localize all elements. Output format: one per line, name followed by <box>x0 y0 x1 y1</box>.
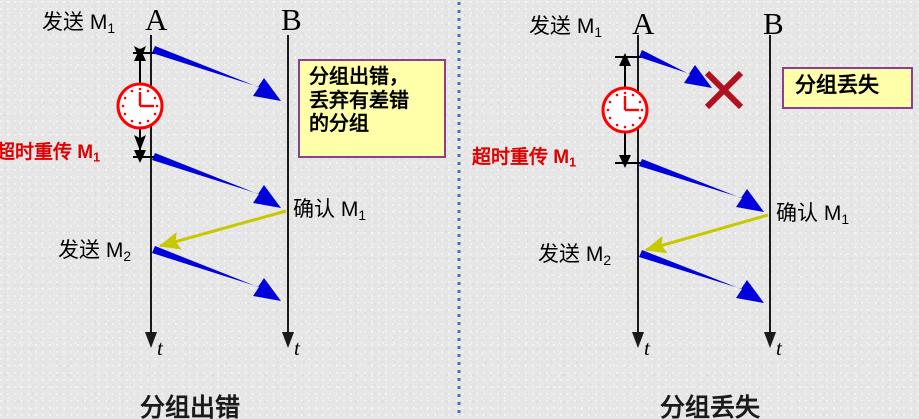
left-panel-callout-line-1: 分组出错， <box>309 66 409 88</box>
left-panel-callout-line-2: 丢弃有差错 <box>309 89 409 112</box>
clock-icon <box>116 82 164 130</box>
left-panel-receiver-time-axis-label: t <box>294 336 300 360</box>
right-panel-caption: 分组丢失 <box>660 394 761 419</box>
right-panel-retransmit-m1-arrow <box>639 159 764 212</box>
left-panel-timeout-retransmit-label: 超时重传 M1 <box>0 142 101 165</box>
right-panel-receiver-timeline <box>764 35 776 348</box>
right-panel-clock-icon <box>601 86 649 134</box>
left-panel-retransmit-m1-arrow <box>152 153 281 208</box>
left-panel-callout-box: 分组出错， 丢弃有差错 的分组 <box>298 59 446 158</box>
right-panel-callout-box: 分组丢失 <box>782 67 913 109</box>
left-panel-receiver-timeline <box>282 35 294 348</box>
left-panel-sender-time-axis-label: t <box>157 336 163 360</box>
right-panel-send-m2-label: 发送 M2 <box>538 243 612 268</box>
left-panel-ack-m1-arrow <box>158 209 287 250</box>
right-panel-receiver-node-label: B <box>763 6 784 41</box>
right-panel-sender-node-label: A <box>632 6 655 41</box>
packet-loss-x-icon <box>704 70 744 110</box>
left-panel-callout-line-3: 的分组 <box>309 113 369 136</box>
left-panel-sender-timeline <box>145 35 157 348</box>
right-panel-sender-time-axis-label: t <box>644 336 650 360</box>
right-panel-timeout-retransmit-label: 超时重传 M1 <box>472 147 577 170</box>
left-panel-send-m2-arrow <box>152 246 281 301</box>
left-panel-send-m1-label: 发送 M1 <box>42 11 116 36</box>
left-panel-receiver-node-label: B <box>281 2 302 37</box>
left-panel-send-m2-label: 发送 M2 <box>58 239 132 264</box>
right-panel-callout-line-1: 分组丢失 <box>795 74 879 97</box>
right-panel-send-m1-label: 发送 M1 <box>529 15 603 40</box>
right-panel-ack-m1-arrow <box>644 213 769 254</box>
left-panel-ack-m1-label: 确认 M1 <box>293 198 367 223</box>
right-panel-send-m2-arrow <box>639 250 764 303</box>
right-panel-ack-m1-label: 确认 M1 <box>776 202 850 227</box>
left-panel-sender-node-label: A <box>145 2 168 37</box>
left-panel-send-m1-arrow <box>152 46 281 101</box>
right-panel-sender-timeline <box>632 35 644 348</box>
right-panel-send-m1-arrow <box>639 50 712 88</box>
right-panel-receiver-time-axis-label: t <box>776 336 782 360</box>
left-panel-caption: 分组出错 <box>140 394 241 419</box>
